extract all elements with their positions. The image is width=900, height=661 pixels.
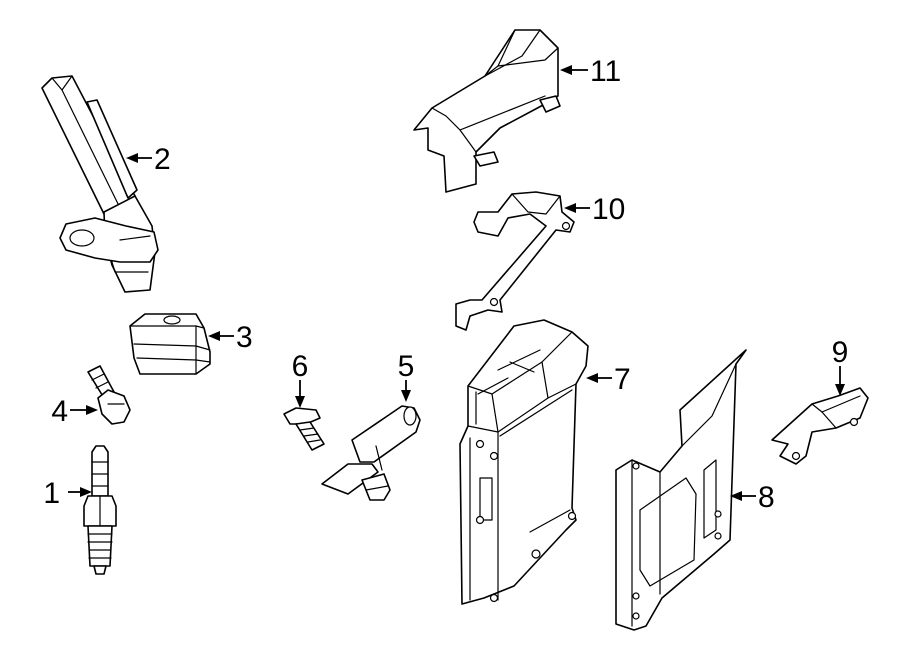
callout-3: 3 xyxy=(236,321,253,354)
callout-11: 11 xyxy=(590,55,621,88)
part-3-coil-boot xyxy=(129,313,211,375)
part-1-spark-plug xyxy=(83,445,117,575)
callout-9: 9 xyxy=(832,336,849,369)
callout-5: 5 xyxy=(398,350,415,383)
callout-8: 8 xyxy=(758,481,775,514)
part-5-cam-sensor xyxy=(321,405,421,501)
part-8-mounting-plate xyxy=(615,349,747,631)
callout-labels: 1 2 3 4 5 6 7 8 9 10 11 xyxy=(43,55,848,514)
part-9-small-bracket xyxy=(771,387,869,465)
leaders xyxy=(68,65,845,501)
part-6-bolt xyxy=(283,407,325,451)
part-4-sensor-fitting xyxy=(87,365,131,425)
callout-7: 7 xyxy=(614,363,631,396)
part-7-ecm-module xyxy=(459,319,589,605)
callout-2: 2 xyxy=(154,143,171,176)
part-11-cover xyxy=(413,29,561,193)
part-10-bracket xyxy=(455,191,575,331)
callout-1: 1 xyxy=(43,477,60,510)
part-2-ignition-coil xyxy=(41,75,159,293)
callout-6: 6 xyxy=(292,350,309,383)
callout-10: 10 xyxy=(592,193,625,226)
callout-4: 4 xyxy=(51,395,68,428)
